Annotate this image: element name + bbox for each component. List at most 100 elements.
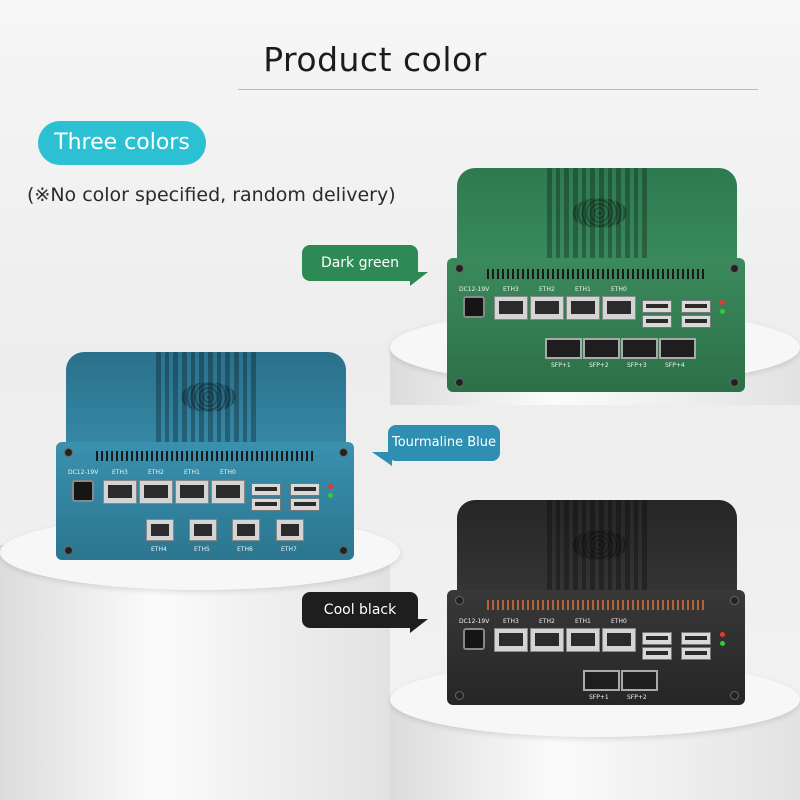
status-led — [720, 309, 725, 314]
dc-jack — [463, 296, 485, 318]
delivery-note: (※No color specified, random delivery) — [27, 184, 396, 206]
sfp-port — [621, 338, 658, 359]
ethernet-port — [211, 480, 245, 504]
title-divider — [238, 89, 758, 90]
ethernet-port — [566, 628, 600, 652]
dc-label: DC12-19V — [459, 286, 490, 293]
status-led — [328, 484, 333, 489]
heatsink-fins — [547, 168, 648, 263]
label-cool-black: Cool black — [302, 592, 418, 628]
screw — [64, 546, 73, 555]
ethernet-port — [566, 296, 600, 320]
dc-jack — [72, 480, 94, 502]
ethernet-port — [175, 480, 209, 504]
sfp-label: SFP+1 — [551, 362, 571, 369]
sfp-port — [545, 338, 582, 359]
screw — [455, 378, 464, 387]
device-top — [66, 352, 346, 447]
usb-port — [681, 300, 711, 313]
status-led — [720, 641, 725, 646]
page-title: Product color — [263, 40, 487, 79]
eth-label: ETH0 — [611, 286, 627, 293]
screw — [730, 378, 739, 387]
sfp-port — [621, 670, 658, 691]
screw — [455, 691, 464, 700]
eth-label: ETH4 — [151, 546, 167, 553]
ethernet-port — [189, 519, 217, 541]
fan-icon — [181, 382, 236, 412]
label-tourmaline-blue: Tourmaline Blue — [388, 425, 500, 461]
dc-label: DC12-19V — [68, 469, 99, 476]
heatsink-fins — [547, 500, 648, 595]
ethernet-port — [146, 519, 174, 541]
eth-label: ETH0 — [611, 618, 627, 625]
ethernet-port — [232, 519, 260, 541]
eth-label: ETH2 — [539, 286, 555, 293]
device-cool-black: DC12-19V ETH3 ETH2 ETH1 ETH0 SFP+1 SFP+2 — [447, 500, 745, 705]
vent-slots — [487, 269, 707, 279]
eth-label: ETH1 — [575, 618, 591, 625]
sfp-label: SFP+2 — [627, 694, 647, 701]
device-top — [457, 500, 737, 595]
sfp-port — [659, 338, 696, 359]
dc-jack — [463, 628, 485, 650]
eth-label: ETH5 — [194, 546, 210, 553]
bubble-tail — [372, 452, 392, 466]
sfp-label: SFP+4 — [665, 362, 685, 369]
heatsink-fins — [156, 352, 257, 447]
screw — [455, 596, 464, 605]
screw — [455, 264, 464, 273]
sfp-label: SFP+2 — [589, 362, 609, 369]
usb-port — [681, 632, 711, 645]
vent-slots — [96, 451, 316, 461]
status-led — [720, 632, 725, 637]
fan-icon — [572, 530, 627, 560]
usb-port — [681, 315, 711, 328]
eth-label: ETH2 — [539, 618, 555, 625]
usb-port — [642, 315, 672, 328]
ethernet-port — [530, 296, 564, 320]
ethernet-port — [494, 628, 528, 652]
screw — [64, 448, 73, 457]
screw — [730, 264, 739, 273]
bubble-tail — [410, 272, 428, 286]
eth-label: ETH3 — [112, 469, 128, 476]
eth-label: ETH6 — [237, 546, 253, 553]
device-top — [457, 168, 737, 263]
eth-label: ETH1 — [184, 469, 200, 476]
sfp-port — [583, 670, 620, 691]
screw — [730, 596, 739, 605]
eth-label: ETH1 — [575, 286, 591, 293]
sfp-label: SFP+1 — [589, 694, 609, 701]
usb-port — [251, 483, 281, 496]
screw — [730, 691, 739, 700]
eth-label: ETH7 — [281, 546, 297, 553]
ethernet-port — [276, 519, 304, 541]
dc-label: DC12-19V — [459, 618, 490, 625]
status-led — [328, 493, 333, 498]
label-dark-green: Dark green — [302, 245, 418, 281]
ethernet-port — [530, 628, 564, 652]
eth-label: ETH2 — [148, 469, 164, 476]
usb-port — [681, 647, 711, 660]
fan-icon — [572, 198, 627, 228]
device-tourmaline-blue: DC12-19V ETH3 ETH2 ETH1 ETH0 ETH4 ETH5 E… — [56, 352, 354, 560]
device-dark-green: DC12-19V ETH3 ETH2 ETH1 ETH0 SFP+1 SFP+2… — [447, 168, 745, 392]
usb-port — [642, 632, 672, 645]
eth-label: ETH3 — [503, 286, 519, 293]
ethernet-port — [139, 480, 173, 504]
usb-port — [642, 300, 672, 313]
usb-port — [642, 647, 672, 660]
screw — [339, 546, 348, 555]
eth-label: ETH0 — [220, 469, 236, 476]
bubble-tail — [410, 619, 428, 633]
screw — [339, 448, 348, 457]
usb-port — [290, 483, 320, 496]
usb-port — [251, 498, 281, 511]
eth-label: ETH3 — [503, 618, 519, 625]
ethernet-port — [602, 628, 636, 652]
ethernet-port — [602, 296, 636, 320]
ethernet-port — [103, 480, 137, 504]
vent-slots — [487, 600, 707, 610]
sfp-label: SFP+3 — [627, 362, 647, 369]
